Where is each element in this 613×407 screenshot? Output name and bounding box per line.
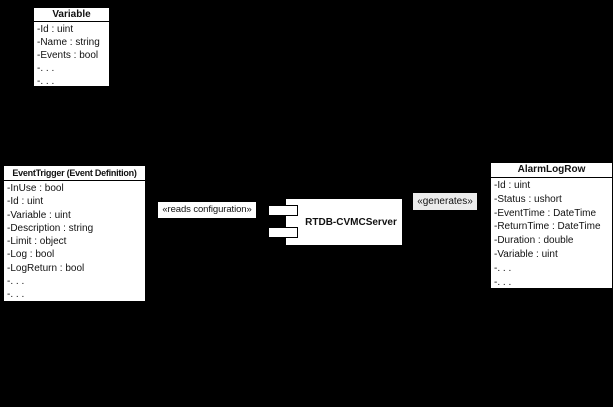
dependency-label-reads-configuration: «reads configuration» — [158, 202, 256, 218]
class-attribute: -Variable : uint — [494, 248, 558, 260]
class-attribute: -EventTime : DateTime — [494, 207, 597, 219]
class-attributes-variable: -Id : uint -Name : string -Events : bool… — [34, 22, 109, 88]
class-attribute: -InUse : bool — [7, 183, 64, 194]
class-attribute: -LogReturn : bool — [7, 262, 85, 274]
component-rtdb-cvmcserver: RTDB-CVMCServer — [285, 198, 403, 246]
class-attribute: -Limit : object — [7, 236, 67, 248]
class-attribute: -Log : bool — [7, 249, 55, 261]
class-attribute: -Status : ushort — [494, 193, 562, 205]
class-attribute: -Id : uint — [494, 180, 531, 191]
dependency-label-generates: «generates» — [413, 193, 477, 210]
class-title-variable: Variable — [34, 8, 109, 22]
class-attribute: -. . . — [37, 63, 55, 74]
class-attributes-alarmlogrow: -Id : uint -Status : ushort -EventTime :… — [491, 178, 612, 289]
component-port-top-icon — [268, 205, 298, 216]
class-attribute: -Duration : double — [494, 235, 574, 247]
class-attribute: -Variable : uint — [7, 209, 71, 221]
class-title-eventtrigger: EventTrigger (Event Definition) — [4, 166, 145, 181]
class-title-alarmlogrow: AlarmLogRow — [491, 163, 612, 178]
class-attribute: -. . . — [7, 289, 25, 301]
component-title: RTDB-CVMCServer — [305, 216, 397, 228]
class-box-alarmlogrow: AlarmLogRow -Id : uint -Status : ushort … — [490, 162, 613, 289]
class-box-eventtrigger: EventTrigger (Event Definition) -InUse :… — [3, 165, 146, 302]
class-attribute: -ReturnTime : DateTime — [494, 221, 601, 233]
class-attribute: -. . . — [494, 262, 512, 274]
component-port-bottom-icon — [268, 227, 298, 238]
class-attribute: -. . . — [494, 276, 512, 288]
class-attribute: -. . . — [7, 276, 25, 288]
class-attribute: -Name : string — [37, 37, 100, 48]
class-box-variable: Variable -Id : uint -Name : string -Even… — [33, 7, 110, 87]
class-attribute: -Id : uint — [37, 24, 74, 35]
class-attributes-eventtrigger: -InUse : bool -Id : uint -Variable : uin… — [4, 181, 145, 302]
class-attribute: -Id : uint — [7, 196, 44, 208]
class-attribute: -. . . — [37, 76, 55, 87]
class-attribute: -Description : string — [7, 222, 94, 234]
class-attribute: -Events : bool — [37, 50, 99, 61]
